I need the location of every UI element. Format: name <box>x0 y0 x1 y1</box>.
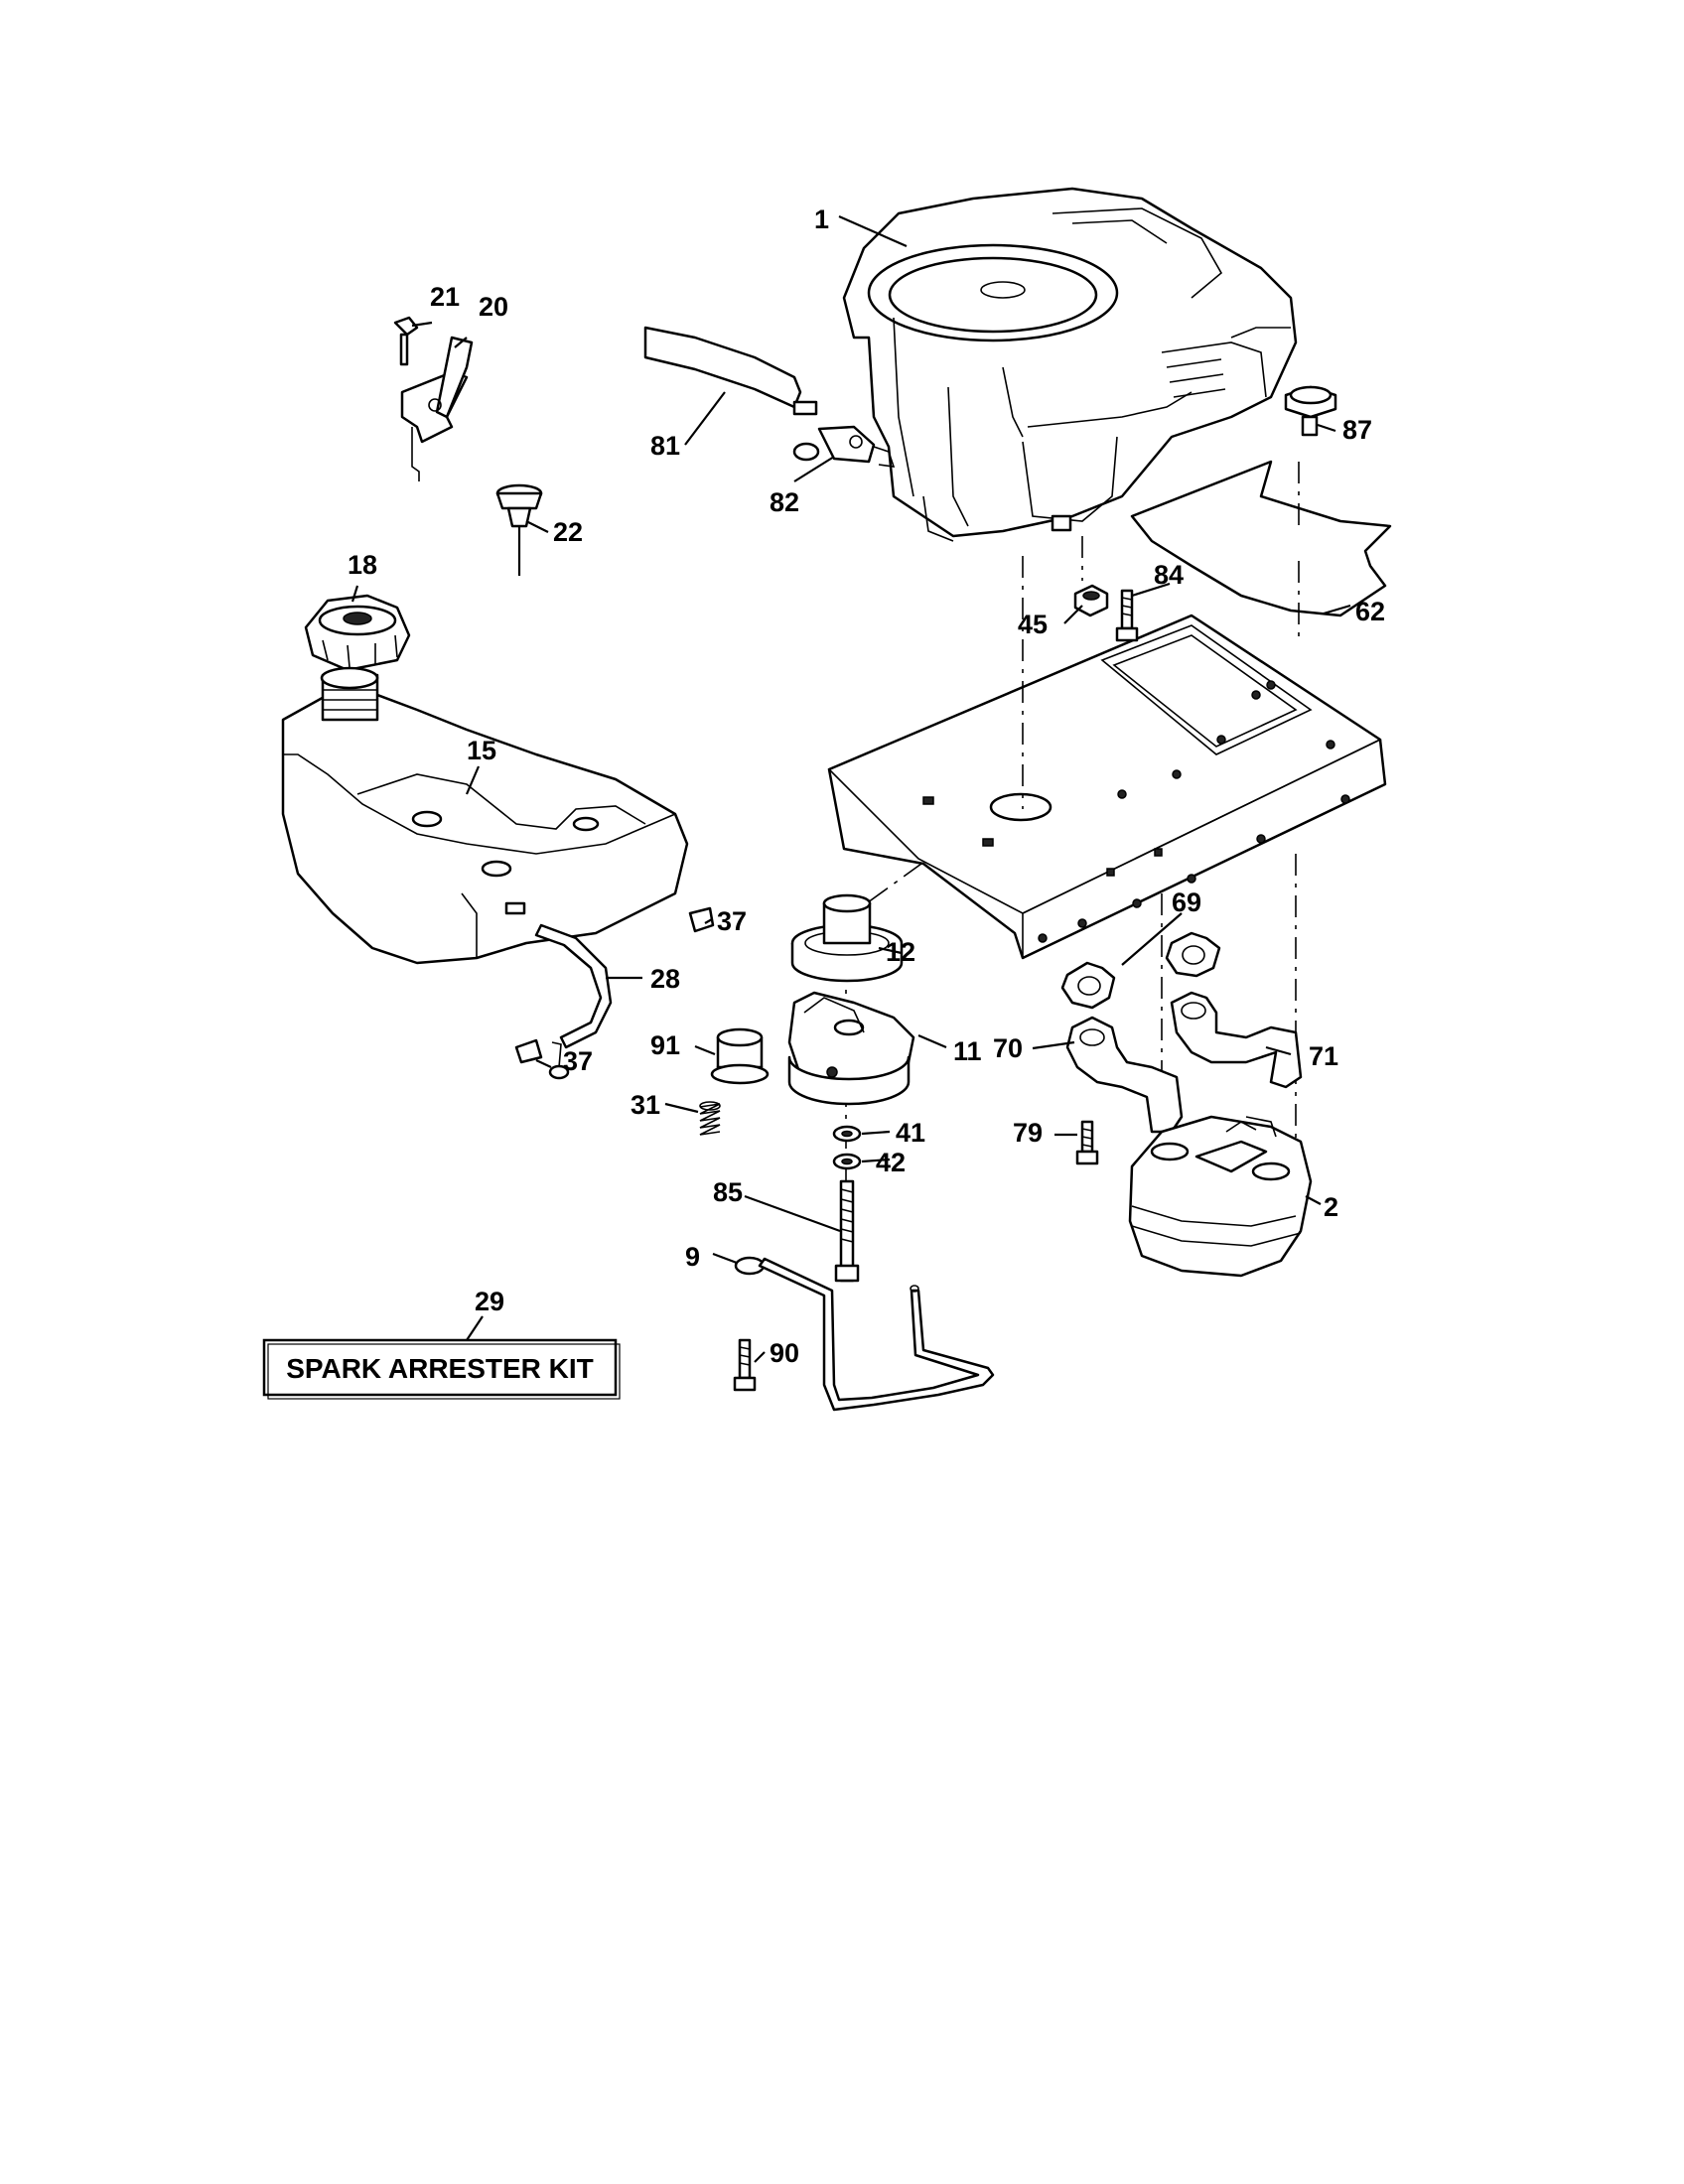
callout-85: 85 <box>713 1177 743 1207</box>
fuel-cap-18 <box>304 594 411 672</box>
plug-22 <box>495 483 543 576</box>
throttle-bracket-20 <box>400 336 474 481</box>
callout-82: 82 <box>770 487 799 517</box>
fuel-hose-28 <box>534 923 613 1080</box>
callout-29: 29 <box>475 1287 504 1316</box>
pulley-12 <box>790 893 904 983</box>
exhaust-pipe-71 <box>1170 991 1303 1089</box>
callout-11: 11 <box>953 1036 982 1066</box>
callout-31: 31 <box>631 1090 660 1120</box>
fuel-tank-15 <box>281 666 689 965</box>
callout-90: 90 <box>770 1338 799 1368</box>
callout-62: 62 <box>1355 597 1385 626</box>
bolt-84 <box>1115 589 1139 642</box>
callout-labels: 1 2 9 11 12 15 18 20 21 22 28 29 31 37 3… <box>348 205 1385 1368</box>
callout-37-bottom: 37 <box>563 1046 593 1076</box>
callout-84: 84 <box>1154 560 1184 590</box>
callout-81: 81 <box>650 431 680 461</box>
washer-42 <box>832 1153 862 1170</box>
rod-9 <box>734 1256 995 1412</box>
callout-70: 70 <box>993 1033 1023 1063</box>
exhaust-pipe-70 <box>1065 1016 1184 1134</box>
spark-arrester-kit-box: SPARK ARRESTER KIT <box>262 1338 621 1400</box>
bolt-90 <box>733 1338 757 1392</box>
spring-31 <box>699 1101 721 1136</box>
muffler-2 <box>1128 1115 1313 1278</box>
callout-1: 1 <box>814 205 829 234</box>
fuel-line-81 <box>643 326 818 416</box>
nut-45 <box>1073 584 1109 617</box>
frame-plate <box>827 614 1387 960</box>
callout-20: 20 <box>479 292 508 322</box>
callout-12: 12 <box>886 937 915 967</box>
callout-22: 22 <box>553 517 583 547</box>
callout-37-top: 37 <box>717 906 747 936</box>
washer-41 <box>832 1125 862 1143</box>
callout-45: 45 <box>1018 610 1048 639</box>
callout-71: 71 <box>1309 1041 1338 1071</box>
bolt-79 <box>1075 1120 1099 1165</box>
knob-87 <box>1284 385 1337 437</box>
callout-69: 69 <box>1172 887 1201 917</box>
callout-87: 87 <box>1342 415 1372 445</box>
callout-91: 91 <box>650 1030 680 1060</box>
clutch-11 <box>787 991 915 1106</box>
callout-9: 9 <box>685 1242 700 1272</box>
callout-18: 18 <box>348 550 377 580</box>
kit-label: SPARK ARRESTER KIT <box>286 1353 594 1384</box>
callout-2: 2 <box>1324 1192 1338 1222</box>
fuel-filter-82 <box>792 425 896 468</box>
callout-28: 28 <box>650 964 680 994</box>
engine <box>842 187 1298 542</box>
spacer-91 <box>710 1027 770 1085</box>
clamp-37-top <box>688 906 715 933</box>
screw-21 <box>393 316 419 366</box>
callout-15: 15 <box>467 736 496 765</box>
callout-21: 21 <box>430 282 460 312</box>
gasket-69 <box>1060 931 1221 1010</box>
callout-79: 79 <box>1013 1118 1043 1148</box>
leader-lines <box>351 214 1351 1363</box>
callout-41: 41 <box>896 1118 925 1148</box>
callout-42: 42 <box>876 1148 906 1177</box>
shield-62 <box>1130 460 1392 617</box>
clamp-37-bottom <box>514 1038 543 1064</box>
bolt-85 <box>834 1179 860 1283</box>
